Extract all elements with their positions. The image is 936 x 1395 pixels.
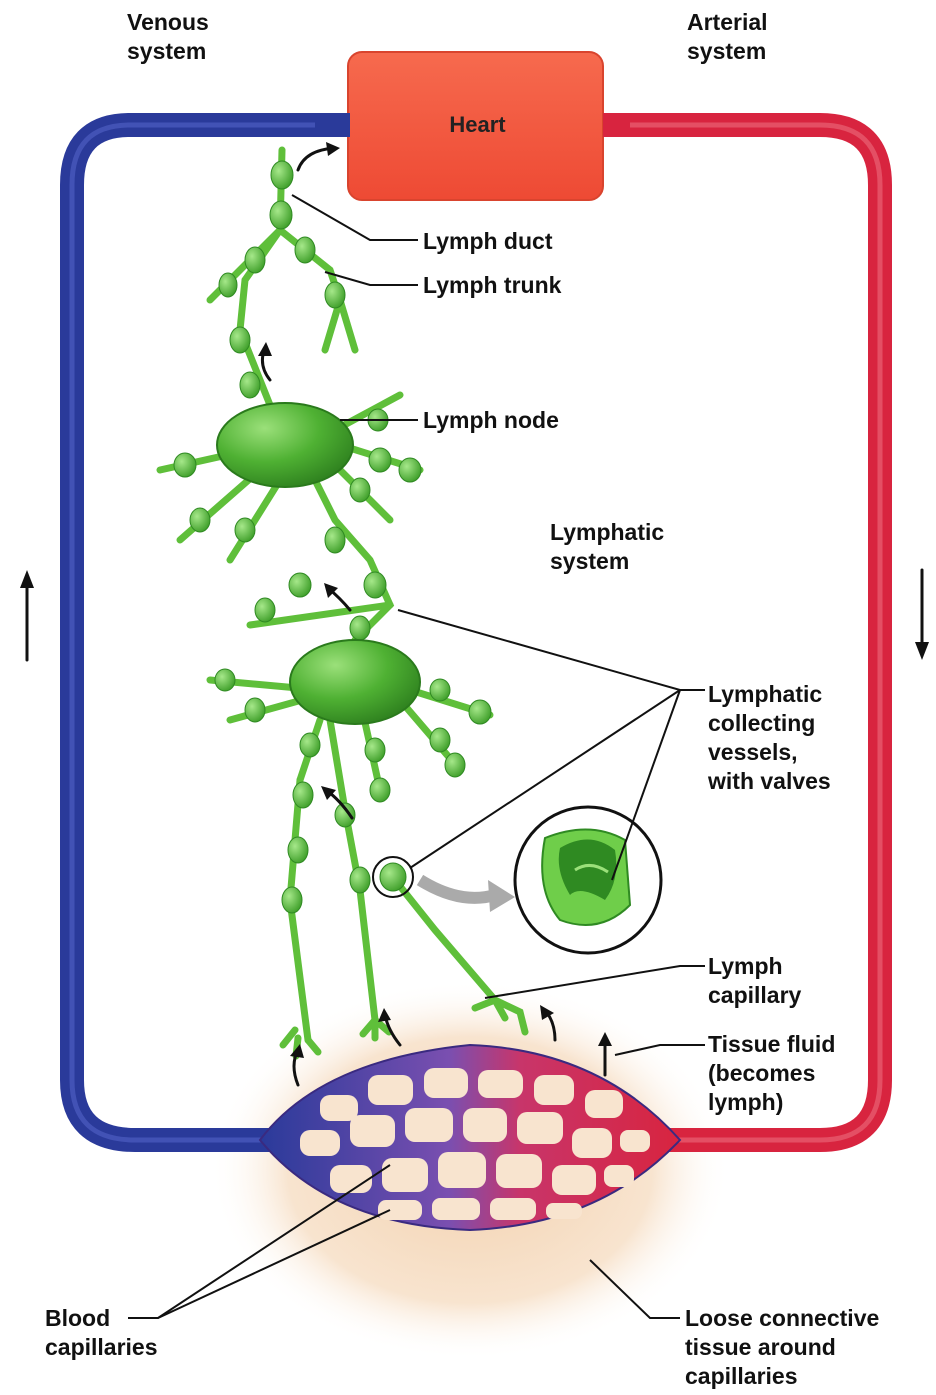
blood-capillaries-label: Blood capillaries [45, 1304, 158, 1362]
lymph-duct-label: Lymph duct [423, 227, 552, 256]
lymph-node-label: Lymph node [423, 406, 559, 435]
valve-magnified-view [373, 807, 661, 953]
lymph-trunk-label: Lymph trunk [423, 271, 561, 300]
loose-connective-tissue-label: Loose connective tissue around capillari… [685, 1304, 879, 1391]
lymph-capillary-label: Lymph capillary [708, 952, 801, 1010]
lymphatic-system-label: Lymphatic system [550, 518, 664, 576]
collecting-vessels-label: Lymphatic collecting vessels, with valve… [708, 680, 831, 796]
tissue-fluid-label: Tissue fluid (becomes lymph) [708, 1030, 835, 1117]
heart-label: Heart [350, 112, 605, 138]
arterial-system-label: Arterial system [687, 8, 768, 66]
lymph-node-lower [290, 640, 420, 724]
venous-system-label: Venous system [127, 8, 209, 66]
lymph-node-upper [217, 403, 353, 487]
